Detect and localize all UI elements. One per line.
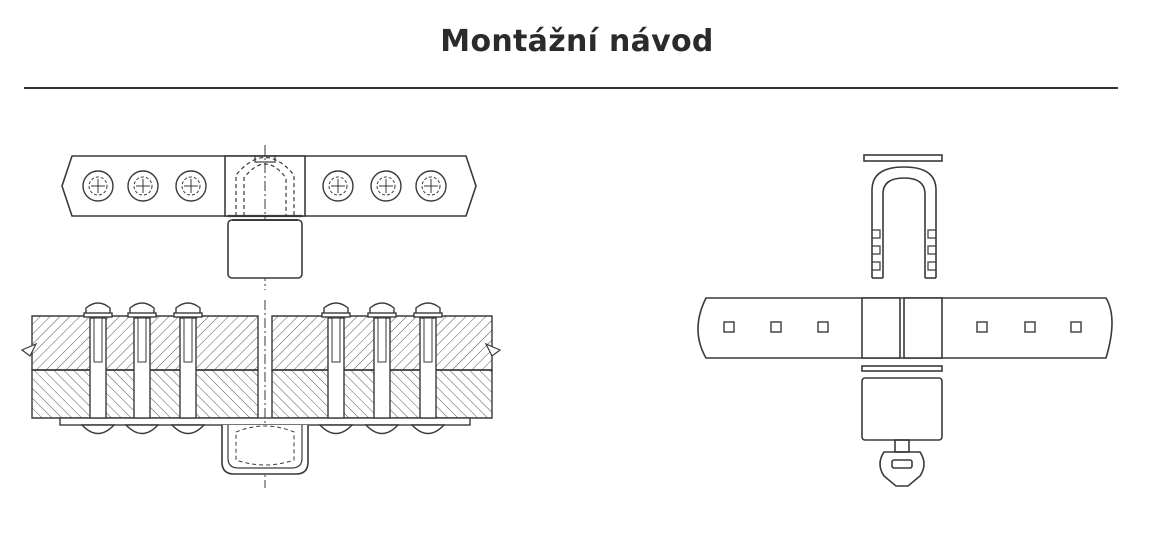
screw-head-icon xyxy=(175,170,207,202)
title-divider xyxy=(24,87,1118,89)
bolt-icon xyxy=(410,302,446,435)
bolt-icon xyxy=(318,302,354,435)
square-hole-icon xyxy=(1070,321,1082,333)
screw-head-icon xyxy=(370,170,402,202)
screw-head-icon xyxy=(322,170,354,202)
square-hole-icon xyxy=(723,321,735,333)
hasp-and-padlock-view xyxy=(697,154,1113,487)
bolt-icon xyxy=(80,302,116,435)
screw-head-icon xyxy=(82,170,114,202)
page-title: Montážní návod xyxy=(440,24,714,59)
bolt-icon xyxy=(124,302,160,435)
square-hole-icon xyxy=(1024,321,1036,333)
hasp-square-holes xyxy=(723,321,1082,333)
screw-head-icon xyxy=(127,170,159,202)
bolt-icon xyxy=(364,302,400,435)
square-hole-icon xyxy=(817,321,829,333)
bolt-icon xyxy=(170,302,206,435)
square-hole-icon xyxy=(770,321,782,333)
square-hole-icon xyxy=(976,321,988,333)
screw-holes-top xyxy=(82,170,447,202)
bolts-section xyxy=(80,302,446,435)
hinge-top-view xyxy=(61,145,477,290)
screw-head-icon xyxy=(415,170,447,202)
